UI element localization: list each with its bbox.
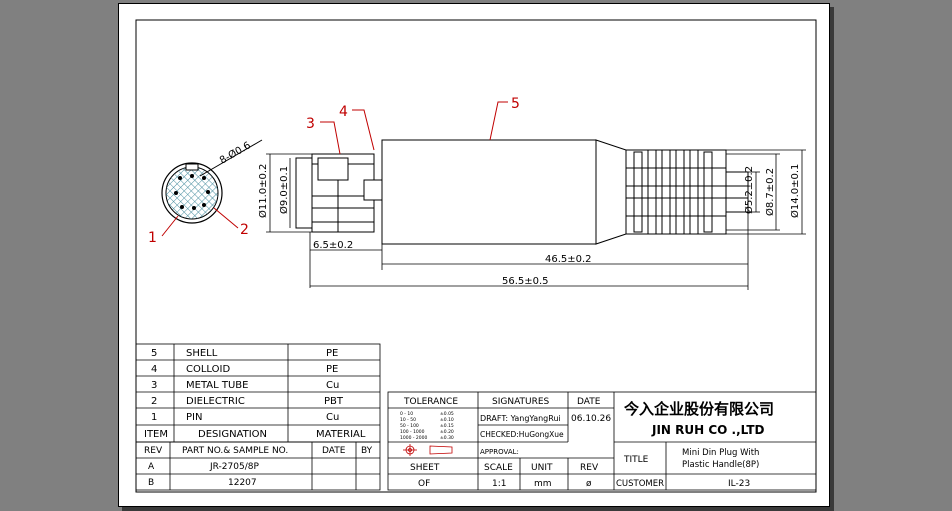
scale-value: 1:1	[492, 479, 506, 489]
balloon-1: 1	[148, 230, 157, 246]
company-block: 今入企业股份有限公司 JIN RUH CO .,LTD	[623, 400, 774, 437]
balloon-3: 3	[306, 116, 315, 132]
draft-signature: DRAFT: YangYangRui	[480, 414, 561, 423]
title-line-1: Mini Din Plug With	[682, 448, 759, 458]
rev-label: REV	[580, 463, 599, 473]
sheet-label: SHEET	[410, 463, 440, 473]
bom-name: PIN	[186, 412, 202, 423]
bom-name: METAL TUBE	[186, 380, 248, 391]
bom-name: SHELL	[186, 348, 218, 359]
tol-range: 0 - 10	[400, 411, 413, 417]
customer-label: CUSTOMER	[616, 479, 664, 489]
balloon-4: 4	[339, 104, 348, 120]
rev-row-part: 12207	[228, 478, 257, 488]
pin-dia-label: 8-Ø0.6	[218, 139, 253, 166]
signatures-label: SIGNATURES	[492, 397, 550, 407]
bom-material: PE	[326, 364, 338, 375]
side-view	[295, 139, 749, 245]
tol-val: ±0.30	[440, 435, 454, 441]
sheet-value: OF	[418, 479, 430, 489]
dim-d9: Ø9.0±0.1	[278, 166, 290, 214]
rev-row-rev: A	[148, 462, 155, 472]
title-line-2: Plastic Handle(8P)	[682, 460, 759, 470]
dim-d87: Ø8.7±0.2	[764, 168, 776, 216]
dim-d14: Ø14.0±0.1	[789, 164, 801, 218]
rev-header-rev: REV	[144, 446, 163, 456]
dim-d52: Ø5.2±0.2	[743, 166, 755, 214]
dim-len465: 46.5±0.2	[545, 254, 592, 265]
tol-val: ±0.15	[440, 423, 454, 429]
bom-header-material: MATERIAL	[316, 429, 366, 440]
bom-material: Cu	[326, 380, 339, 391]
bom-header-designation: DESIGNATION	[198, 429, 267, 440]
dimension-labels: Ø11.0±0.2 Ø9.0±0.1 6.5±0.2 46.5±0.2 56.5…	[257, 164, 801, 287]
company-name-cn: 今入企业股份有限公司	[623, 400, 774, 418]
approval-signature: APPROVAL:	[480, 448, 519, 456]
bom-material: Cu	[326, 412, 339, 423]
bom-item: 3	[151, 380, 157, 391]
bom-material: PE	[326, 348, 338, 359]
rev-row-part: JR-2705/8P	[209, 462, 259, 472]
signatures-block: SIGNATURES DRAFT: YangYangRui CHECKED:Hu…	[480, 397, 611, 456]
tolerance-block: TOLERANCE 0 - 10 ±0.05 10 - 50 ±0.10 50 …	[400, 397, 458, 441]
bom-item: 4	[151, 364, 157, 375]
bom-item: 1	[151, 412, 157, 423]
checked-signature: CHECKED:HuGongXue	[480, 430, 564, 439]
dimensions	[266, 149, 806, 290]
rev-row-rev: B	[148, 478, 154, 488]
date-value: 06.10.26	[571, 414, 611, 424]
dim-d11: Ø11.0±0.2	[257, 164, 269, 218]
title-block-grid	[387, 391, 817, 491]
dim-len565: 56.5±0.5	[502, 276, 549, 287]
customer-value: IL-23	[728, 479, 750, 489]
bom-table	[135, 343, 381, 443]
end-view: 8-Ø0.6 1 2	[148, 139, 263, 246]
bom-name: COLLOID	[186, 364, 230, 375]
inner-frame	[135, 19, 817, 493]
scale-label: SCALE	[484, 463, 513, 473]
title-field: TITLE Mini Din Plug With Plastic Handle(…	[616, 448, 759, 489]
balloon-2: 2	[240, 222, 249, 238]
date-label: DATE	[577, 397, 601, 407]
tol-val: ±0.20	[440, 429, 454, 435]
bom-header-item: ITEM	[144, 429, 168, 440]
unit-label: UNIT	[531, 463, 553, 473]
tolerance-label: TOLERANCE	[403, 397, 458, 407]
tol-range: 10 - 50	[400, 417, 416, 423]
tol-val: ±0.10	[440, 417, 454, 423]
rev-header-date: DATE	[322, 446, 346, 456]
bom-item: 2	[151, 396, 157, 407]
bom-name: DIELECTRIC	[186, 396, 245, 407]
title-label: TITLE	[623, 455, 649, 465]
bom-material: PBT	[324, 396, 344, 407]
dim-len65: 6.5±0.2	[313, 240, 353, 251]
company-name-en: JIN RUH CO .,LTD	[651, 423, 765, 437]
drawing-sheet	[118, 3, 830, 507]
projection-symbol-icon	[403, 444, 453, 456]
tol-val: ±0.05	[440, 411, 454, 417]
rev-header-by: BY	[361, 446, 373, 456]
balloons-top: 3 4 5	[306, 96, 520, 155]
revision-rows: REV PART NO.& SAMPLE NO. DATE BY A JR-27…	[144, 446, 373, 488]
rev-value: ø	[586, 479, 592, 489]
pin-dots	[174, 174, 210, 210]
handle-ribs	[626, 149, 726, 235]
rev-header-part: PART NO.& SAMPLE NO.	[182, 446, 288, 456]
sheet-scale-block: SHEET OF SCALE 1:1 UNIT mm REV ø	[410, 463, 599, 489]
tol-range: 50 - 100	[400, 423, 419, 429]
tol-range: 1000 - 2000	[400, 435, 428, 441]
balloon-5: 5	[511, 96, 520, 112]
unit-value: mm	[534, 479, 552, 489]
tol-range: 100 - 1000	[400, 429, 425, 435]
revision-table	[135, 441, 381, 491]
bom-rows: 5 SHELL PE 4 COLLOID PE 3 METAL TUBE Cu …	[144, 348, 366, 440]
bom-item: 5	[151, 348, 157, 359]
